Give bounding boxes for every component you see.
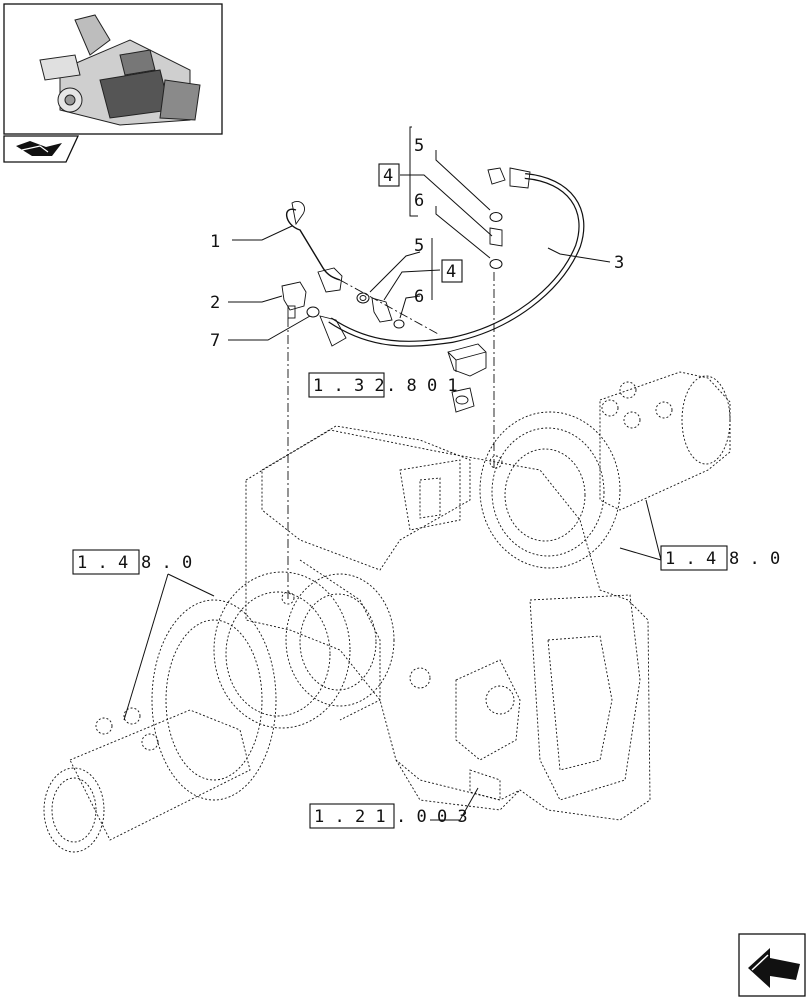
left-axle-housing (43, 571, 351, 853)
tractor-transmission-thumbnail[interactable] (3, 3, 223, 135)
svg-text:1 . 4: 1 . 4 (665, 549, 716, 569)
reference-1-21-0[interactable]: 1 . 2 1 . 0 0 3 (309, 787, 479, 829)
svg-text:1 . 4: 1 . 4 (77, 553, 128, 573)
reference-1-32-8[interactable]: 1 . 3 2 . 8 0 1 (308, 372, 458, 398)
svg-text:2: 2 (210, 293, 220, 313)
svg-text:5: 5 (414, 236, 424, 256)
svg-text:. 8 0 1: . 8 0 1 (386, 376, 458, 396)
svg-text:7: 7 (210, 331, 220, 351)
svg-text:8 . 0: 8 . 0 (141, 553, 192, 573)
svg-text:3: 3 (614, 253, 624, 273)
reference-1-48-left[interactable]: 1 . 4 8 . 0 (72, 549, 215, 721)
svg-text:1 . 3 2: 1 . 3 2 (313, 376, 385, 396)
svg-text:4: 4 (446, 262, 456, 282)
callout-4-mid[interactable]: 4 (441, 259, 463, 283)
washers-5-6 (306, 167, 506, 329)
assembly-axis-lines (287, 272, 495, 600)
next-page-arrow-icon[interactable] (738, 933, 806, 997)
svg-text:6: 6 (414, 287, 424, 307)
svg-text:5: 5 (414, 136, 424, 156)
callout-6-top[interactable]: 6 (414, 191, 424, 211)
callout-6-mid[interactable]: 6 (414, 287, 424, 307)
callout-2[interactable]: 2 (210, 293, 220, 313)
callout-1[interactable]: 1 (210, 232, 220, 252)
svg-text:1: 1 (210, 232, 220, 252)
right-axle-housing (479, 371, 731, 569)
svg-text:4: 4 (383, 166, 393, 186)
callout-4-top[interactable]: 4 (378, 163, 400, 187)
svg-text:6: 6 (414, 191, 424, 211)
pipe-3 (319, 167, 585, 347)
transmission-housing (245, 425, 651, 821)
callout-3[interactable]: 3 (614, 253, 624, 273)
svg-text:. 0 0 3: . 0 0 3 (396, 807, 468, 827)
reference-1-48-right[interactable]: 1 . 4 8 . 0 (619, 499, 780, 571)
valve-block (447, 343, 487, 413)
callout-5-top[interactable]: 5 (414, 136, 424, 156)
pipe-1 (286, 201, 343, 293)
svg-text:8 . 0: 8 . 0 (729, 549, 780, 569)
callout-5-mid[interactable]: 5 (414, 236, 424, 256)
leader-lines (228, 126, 611, 341)
banjo-fitting-2 (281, 281, 307, 319)
svg-text:1 . 2 1: 1 . 2 1 (314, 807, 386, 827)
book-page-icon[interactable] (3, 135, 80, 163)
callout-7[interactable]: 7 (210, 331, 220, 351)
